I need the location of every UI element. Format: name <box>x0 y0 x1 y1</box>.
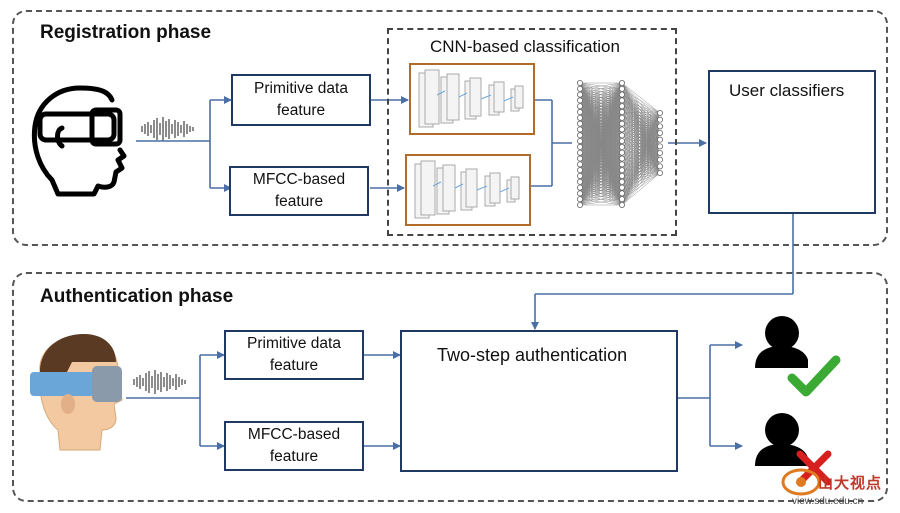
fc-neuron <box>619 85 626 92</box>
fc-neuron <box>577 109 584 116</box>
feature-label-line1: MFCC-based <box>247 426 341 443</box>
fc-neuron <box>619 196 626 203</box>
fc-neuron <box>619 149 626 156</box>
fc-neuron <box>577 155 584 162</box>
fc-neuron <box>577 149 584 156</box>
authentication-phase-title: Authentication phase <box>40 286 234 307</box>
audio-waveform-icon <box>141 117 194 141</box>
fc-neuron <box>619 138 626 145</box>
fc-neuron <box>619 201 626 208</box>
feature-label-line1: Primitive data <box>254 80 348 97</box>
authentication-arrows <box>126 341 743 450</box>
fc-neuron <box>577 80 584 87</box>
fc-neuron <box>619 178 626 185</box>
fc-neuron <box>577 97 584 104</box>
cnn-classification-box <box>387 28 677 236</box>
registration-primitive-feature-box: Primitive data feature <box>231 74 371 126</box>
fc-neuron <box>657 163 664 170</box>
fc-neuron <box>619 143 626 150</box>
fc-neuron <box>577 103 584 110</box>
feature-label-line2: feature <box>269 448 319 465</box>
feature-label-line1: Primitive data <box>247 335 341 352</box>
authentication-primitive-feature-box: Primitive data feature <box>224 330 364 380</box>
fc-neuron <box>657 136 664 143</box>
fc-neuron <box>657 156 664 163</box>
fc-neuron <box>619 91 626 98</box>
authentication-phase-box <box>12 272 888 502</box>
registration-mfcc-feature-box: MFCC-based feature <box>229 166 369 216</box>
authentication-mfcc-feature-box: MFCC-based feature <box>224 421 364 471</box>
fc-neuron <box>619 172 626 179</box>
two-step-authentication-title: Two-step authentication <box>437 345 628 365</box>
fc-neuron <box>619 120 626 127</box>
fc-neuron <box>619 114 626 121</box>
head-with-vr-headset-outline-icon <box>31 85 127 197</box>
fc-neuron <box>577 114 584 121</box>
registration-phase-box <box>12 10 888 246</box>
fc-neuron <box>657 143 664 150</box>
audio-waveform-icon <box>133 370 186 394</box>
fc-neuron <box>577 184 584 191</box>
watermark: 山大视点 <box>818 472 882 493</box>
fully-connected-layers-icon <box>577 80 664 208</box>
fc-neuron <box>657 110 664 117</box>
feature-label-line2: feature <box>274 193 324 210</box>
fc-neuron <box>619 97 626 104</box>
fc-neuron <box>577 196 584 203</box>
fc-neuron <box>577 190 584 197</box>
fc-neuron <box>657 169 664 176</box>
fc-neuron <box>619 155 626 162</box>
fc-neuron <box>577 172 584 179</box>
watermark-url-wrap: view.sdu.edu.cn <box>792 496 863 507</box>
feature-label-line2: feature <box>269 357 319 374</box>
watermark-brand: 山大视点 <box>818 475 883 492</box>
user-check-icon <box>755 316 841 397</box>
fc-neuron <box>619 184 626 191</box>
fc-neuron <box>657 116 664 123</box>
fc-neuron <box>619 167 626 174</box>
fc-neuron <box>577 201 584 208</box>
fc-neuron <box>619 109 626 116</box>
user-classifiers-title: User classifiers <box>729 81 845 100</box>
watermark-logo-icon <box>781 456 828 496</box>
registration-arrows <box>136 96 794 330</box>
fc-neuron <box>657 123 664 130</box>
fc-neuron <box>577 161 584 168</box>
fc-neuron <box>577 138 584 145</box>
fc-neuron <box>577 178 584 185</box>
fc-neuron <box>577 85 584 92</box>
fc-neuron <box>577 126 584 133</box>
fc-neuron <box>577 143 584 150</box>
fc-neuron <box>619 126 626 133</box>
fc-neuron <box>619 190 626 197</box>
fc-neuron <box>577 132 584 139</box>
cnn-layers-icon <box>418 69 524 128</box>
fc-neuron <box>619 161 626 168</box>
fc-neuron <box>577 91 584 98</box>
cnn-classification-title: CNN-based classification <box>430 37 620 56</box>
cnn-model-card-mfcc <box>405 154 531 226</box>
feature-label-line1: MFCC-based <box>252 171 346 188</box>
feature-label-line2: feature <box>276 102 326 119</box>
fc-neuron <box>577 167 584 174</box>
fc-neuron <box>619 80 626 87</box>
fc-neuron <box>619 132 626 139</box>
fc-neuron <box>619 103 626 110</box>
fc-neuron <box>577 120 584 127</box>
watermark-url: view.sdu.edu.cn <box>792 496 864 507</box>
cnn-model-card-primitive <box>409 63 535 135</box>
user-classifiers-box <box>708 70 876 214</box>
fc-neuron <box>657 129 664 136</box>
registration-phase-title: Registration phase <box>40 22 212 43</box>
two-step-authentication-box <box>400 330 678 472</box>
head-with-vr-headset-color-icon <box>30 334 123 451</box>
fc-neuron <box>657 149 664 156</box>
cnn-layers-icon <box>414 160 520 219</box>
